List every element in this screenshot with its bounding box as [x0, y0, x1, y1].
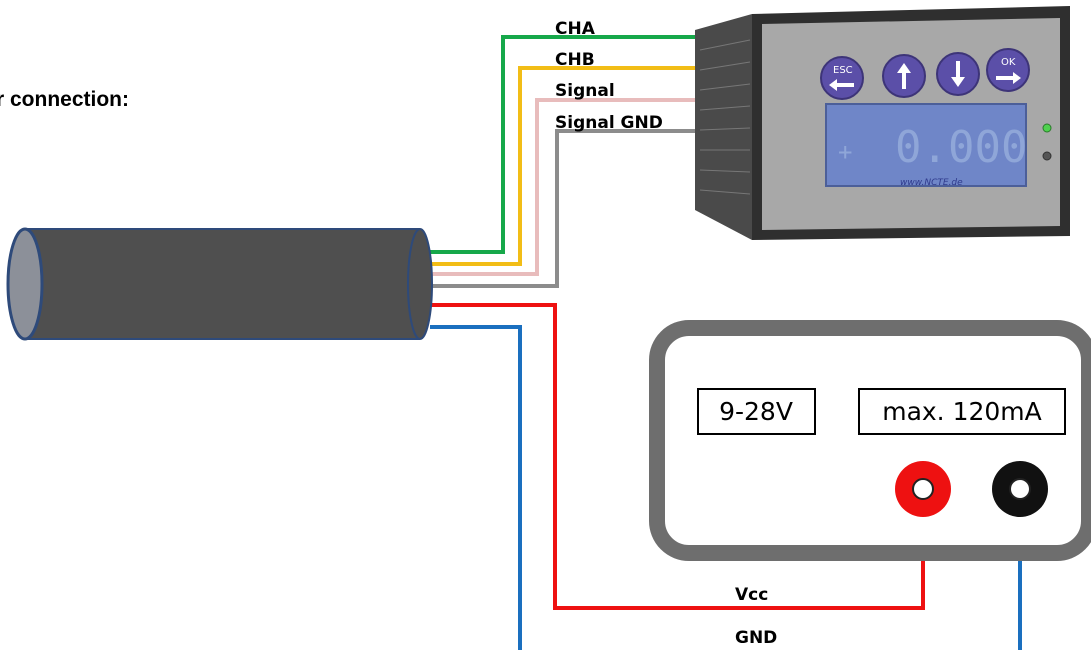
svg-text:OK: OK	[1001, 57, 1016, 68]
power-supply: 9-28V max. 120mA	[649, 320, 1091, 561]
sensor-cable	[6, 227, 433, 341]
arrow-right-icon	[996, 72, 1021, 84]
arrow-left-icon	[829, 79, 854, 91]
signal-gnd-wire	[430, 129, 695, 288]
signal-wire	[430, 98, 695, 276]
arrow-up-icon	[897, 63, 911, 89]
brand-label: www.NCTE.de	[900, 178, 963, 188]
gnd-terminal[interactable]	[992, 461, 1048, 517]
lcd-sign: +	[838, 138, 852, 166]
svg-text:ESC: ESC	[833, 65, 853, 76]
vcc-terminal[interactable]	[895, 461, 951, 517]
voltage-box	[697, 388, 816, 435]
ok-button[interactable]: OK	[986, 48, 1030, 92]
cable-end-face	[6, 227, 44, 341]
current-label: max. 120mA	[882, 397, 1042, 426]
display-device: + 0.000 www.NCTE.de ESC OK	[695, 6, 1070, 240]
voltage-label: 9-28V	[719, 397, 793, 426]
esc-button[interactable]: ESC	[820, 56, 864, 100]
current-box	[858, 388, 1066, 435]
vcc-wire	[430, 303, 925, 610]
chb-label: CHB	[555, 50, 595, 70]
down-button[interactable]	[936, 52, 980, 96]
lcd-reading: 0.000	[895, 122, 1027, 173]
chb-wire	[430, 66, 695, 266]
status-led-green	[1042, 123, 1052, 133]
arrow-down-icon	[951, 61, 965, 87]
lcd-screen	[825, 103, 1027, 187]
signal-label: Signal	[555, 81, 615, 101]
gnd-label: GND	[735, 628, 777, 648]
cha-wire	[430, 35, 695, 254]
gnd-wire	[430, 325, 522, 650]
up-button[interactable]	[882, 54, 926, 98]
connection-heading: r connection:	[0, 88, 129, 111]
status-led-off	[1042, 151, 1052, 161]
signal-gnd-label: Signal GND	[555, 113, 663, 133]
vcc-label: Vcc	[735, 585, 768, 605]
cha-label: CHA	[555, 19, 596, 39]
